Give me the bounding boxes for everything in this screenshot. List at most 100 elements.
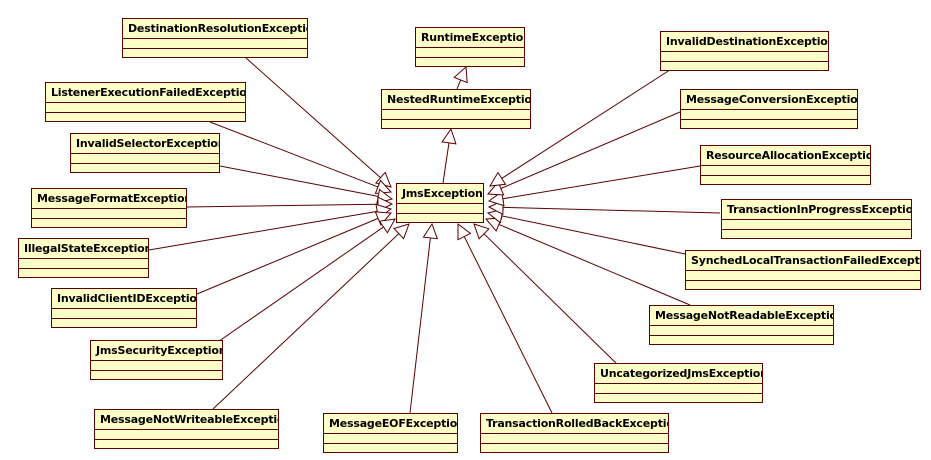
class-attributes [71, 154, 219, 164]
class-resource-allocation-exception[interactable]: ResourceAllocationException [700, 145, 871, 185]
class-attributes [382, 110, 530, 120]
class-operations [661, 62, 828, 71]
class-attributes [416, 48, 524, 58]
class-attributes [19, 259, 148, 269]
class-attributes [32, 209, 186, 219]
generalization-line-eof-to-jms [409, 237, 431, 414]
generalization-line-msgformat-to-jms [186, 203, 379, 208]
class-message-eof-exception[interactable]: MessageEOFException [323, 413, 458, 453]
class-name: MessageEOFException [324, 414, 457, 434]
class-message-format-exception[interactable]: MessageFormatException [31, 188, 187, 228]
class-name: MessageFormatException [32, 189, 186, 209]
class-listener-execution-failed-exception[interactable]: ListenerExecutionFailedException [45, 82, 246, 122]
class-name: ListenerExecutionFailedException [46, 83, 245, 103]
class-name: IllegalStateException [19, 239, 148, 259]
class-invalid-selector-exception[interactable]: InvalidSelectorException [70, 133, 220, 173]
class-name: TransactionInProgressException [722, 200, 911, 220]
class-operations [595, 394, 762, 403]
generalization-line-synched-to-jms [501, 215, 691, 256]
generalization-arrowhead-nested-to-runtime [453, 65, 468, 84]
class-attributes [701, 166, 870, 176]
class-uncategorized-jms-exception[interactable]: UncategorizedJmsException [594, 363, 763, 403]
class-name: JmsException [397, 184, 483, 204]
generalization-arrowhead-rolledback-to-jms [457, 222, 472, 241]
generalization-arrowhead-jms-to-nested [441, 127, 457, 145]
class-attributes [722, 220, 911, 230]
class-operations [19, 269, 148, 278]
class-illegal-state-exception[interactable]: IllegalStateException [18, 238, 149, 278]
class-operations [324, 444, 457, 453]
class-attributes [681, 110, 857, 120]
class-attributes [397, 204, 483, 214]
generalization-line-uncat-to-jms [483, 233, 621, 368]
class-operations [481, 444, 668, 453]
class-operations [95, 440, 278, 449]
generalization-line-invdest-to-jms [501, 65, 677, 179]
class-nested-runtime-exception[interactable]: NestedRuntimeException [381, 89, 531, 129]
class-name: MessageNotReadableException [650, 306, 833, 326]
class-runtime-exception[interactable]: RuntimeException [415, 27, 525, 67]
generalization-line-notread-to-jms [498, 223, 691, 306]
class-name: ResourceAllocationException [701, 146, 870, 166]
class-attributes [91, 361, 222, 371]
class-attributes [324, 434, 457, 444]
generalization-line-nested-to-runtime [456, 79, 462, 90]
class-name: InvalidSelectorException [71, 134, 219, 154]
generalization-line-invsel-to-jms [219, 165, 379, 197]
class-attributes [95, 430, 278, 440]
class-attributes [46, 103, 245, 113]
class-message-not-writeable-exception[interactable]: MessageNotWriteableException [94, 409, 279, 449]
class-operations [416, 58, 524, 67]
generalization-line-illegal-to-jms [148, 210, 378, 251]
generalization-arrowhead-msgconv-to-jms [486, 181, 505, 196]
generalization-line-listener-to-jms [209, 121, 379, 188]
class-name: JmsSecurityException [91, 341, 222, 361]
class-name: MessageNotWriteableException [95, 410, 278, 430]
class-attributes [650, 326, 833, 336]
class-jms-security-exception[interactable]: JmsSecurityException [90, 340, 223, 380]
generalization-arrowhead-notwrite-to-jms [393, 223, 410, 240]
class-name: TransactionRolledBackException [481, 414, 668, 434]
generalization-line-destres-to-jms [245, 57, 381, 179]
generalization-line-notwrite-to-jms [212, 233, 400, 410]
class-message-conversion-exception[interactable]: MessageConversionException [680, 89, 858, 129]
class-name: SynchedLocalTransactionFailedException [686, 251, 920, 271]
class-transaction-in-progress-exception[interactable]: TransactionInProgressException [721, 199, 912, 239]
generalization-line-resalloc-to-jms [502, 165, 701, 200]
class-operations [91, 371, 222, 380]
class-message-not-readable-exception[interactable]: MessageNotReadableException [649, 305, 834, 345]
generalization-arrowhead-jmssec-to-jms [378, 218, 396, 234]
class-attributes [595, 384, 762, 394]
class-operations [397, 214, 483, 223]
class-destination-resolution-exception[interactable]: DestinationResolutionException [122, 18, 308, 58]
class-jms-exception[interactable]: JmsException [396, 183, 484, 223]
class-name: MessageConversionException [681, 90, 857, 110]
class-name: InvalidClientIDException [52, 289, 196, 309]
generalization-line-invclient-to-jms [196, 217, 379, 295]
class-operations [722, 230, 911, 239]
class-attributes [686, 271, 920, 281]
class-name: DestinationResolutionException [123, 19, 307, 39]
class-attributes [52, 309, 196, 319]
class-operations [681, 120, 857, 129]
class-operations [686, 281, 920, 290]
class-invalid-client-id-exception[interactable]: InvalidClientIDException [51, 288, 197, 328]
class-synched-local-transaction-failed-exception[interactable]: SynchedLocalTransactionFailedException [685, 250, 921, 290]
class-operations [123, 49, 307, 58]
generalization-arrowhead-uncat-to-jms [473, 223, 490, 240]
class-operations [52, 319, 196, 328]
class-attributes [661, 52, 828, 62]
class-operations [382, 120, 530, 129]
class-transaction-rolled-back-exception[interactable]: TransactionRolledBackException [480, 413, 669, 453]
class-operations [701, 176, 870, 185]
generalization-line-jms-to-nested [442, 142, 450, 184]
class-attributes [481, 434, 668, 444]
class-invalid-destination-exception[interactable]: InvalidDestinationException [660, 31, 829, 71]
class-name: RuntimeException [416, 28, 524, 48]
class-operations [650, 336, 833, 345]
generalization-arrowhead-invdest-to-jms [489, 171, 507, 187]
generalization-line-msgconv-to-jms [500, 111, 681, 189]
class-name: InvalidDestinationException [661, 32, 828, 52]
generalization-line-inprogress-to-jms [502, 206, 721, 214]
